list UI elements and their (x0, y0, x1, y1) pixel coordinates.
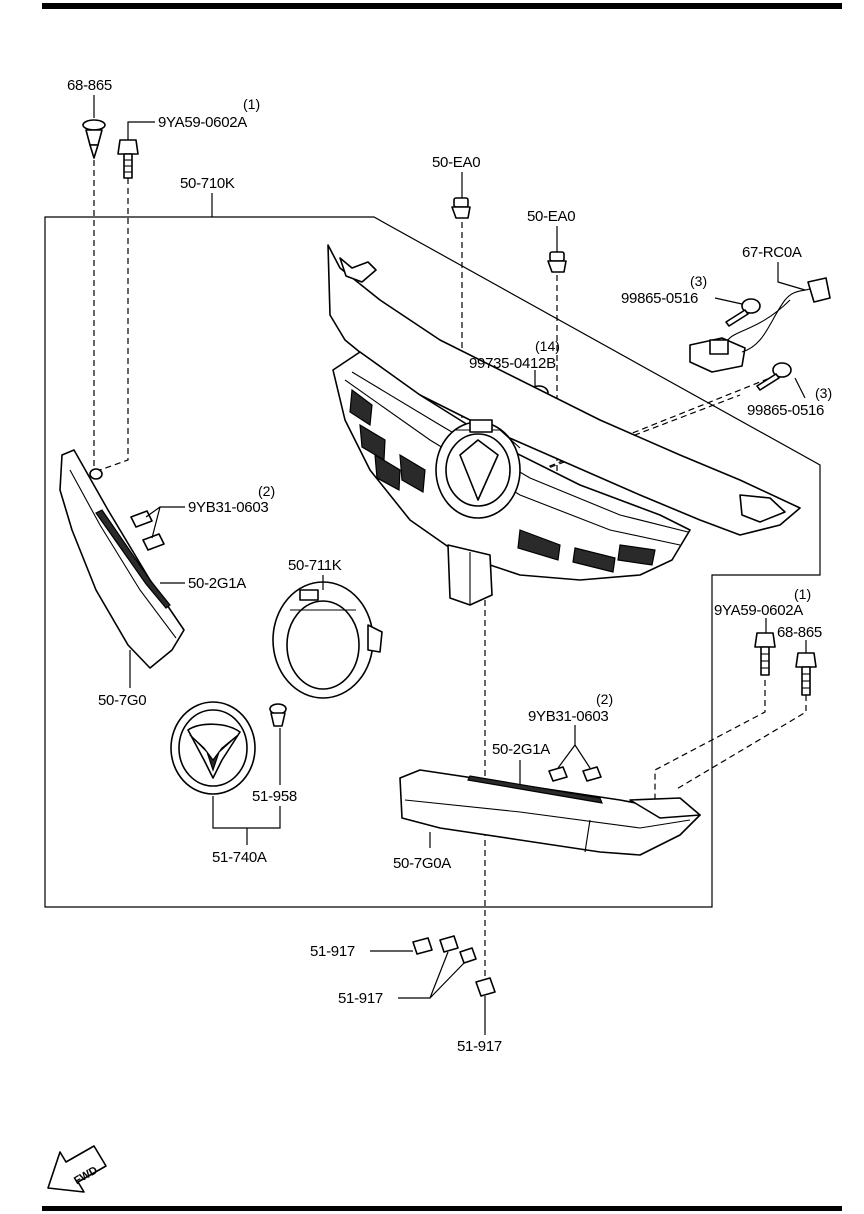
label-51-917-c: 51-917 (457, 1038, 502, 1055)
label-51-917-b: 51-917 (338, 990, 383, 1007)
lead-67-rc0a (777, 262, 806, 291)
label-9ya59-right: 9YA59-0602A (714, 602, 803, 619)
bolt-9ya59-top-icon (117, 139, 139, 179)
clip-51-917-c-icon (475, 977, 496, 997)
qty-9yb31-right: (2) (596, 691, 613, 707)
label-68-865-top: 68-865 (67, 77, 112, 94)
label-51-740a: 51-740A (212, 849, 267, 866)
assembly-frame (44, 216, 821, 908)
qty-99865-b: (3) (815, 385, 832, 401)
screw-99865-b-icon (756, 362, 792, 391)
screw-99865-a-icon (725, 298, 761, 327)
clip-9yb31-right-icon (548, 766, 602, 782)
clip-50-ea0-b-icon (547, 251, 567, 273)
label-68-865-right: 68-865 (777, 624, 822, 641)
lead-51-917-b (398, 951, 449, 999)
lead-9yb31-right-b (574, 744, 591, 769)
label-9ya59-top: 9YA59-0602A (158, 114, 247, 131)
label-50-ea0-b: 50-EA0 (527, 208, 575, 225)
label-51-958: 51-958 (252, 788, 297, 805)
label-9yb31-right: 9YB31-0603 (528, 708, 608, 725)
label-50-2g1a-right: 50-2G1A (492, 741, 550, 758)
label-9yb31-left: 9YB31-0603 (188, 499, 268, 516)
bottom-rule (42, 1206, 842, 1211)
emblem-holder-50-711k-icon (272, 581, 383, 699)
lead-9yb31-right (557, 725, 576, 769)
clip-9yb31-left-icon (130, 510, 165, 551)
qty-9yb31-left: (2) (258, 483, 275, 499)
clip-68-865-top-icon (82, 119, 106, 159)
label-51-917-a: 51-917 (310, 943, 355, 960)
qty-9ya59-top: (1) (243, 96, 260, 112)
radiator-grille-icon (327, 244, 801, 606)
qty-9ya59-right: (1) (794, 586, 811, 602)
bolt-68-865-right-icon (795, 652, 817, 696)
lead-9ya59-top (127, 121, 155, 140)
label-50-ea0-a: 50-EA0 (432, 154, 480, 171)
camera-sensor-67-rc0a-icon (689, 277, 831, 373)
label-99735: 99735-0412B (469, 355, 556, 372)
label-50-710k: 50-710K (180, 175, 235, 192)
label-50-2g1a-left: 50-2G1A (188, 575, 246, 592)
clip-51-958-icon (269, 703, 287, 727)
top-rule (42, 3, 842, 9)
lead-99865-a (714, 297, 743, 305)
fwd-arrow-icon: FWD (47, 1145, 107, 1193)
clip-51-917-b-icon (439, 935, 477, 964)
molding-50-7g0a-icon (399, 769, 701, 856)
lead-99865-b (794, 377, 806, 399)
label-99865-a: 99865-0516 (621, 290, 698, 307)
lead-51-917-b2 (429, 961, 466, 999)
molding-50-7g0-icon (59, 449, 185, 669)
label-67-rc0a: 67-RC0A (742, 244, 802, 261)
clip-50-ea0-a-icon (451, 197, 471, 219)
qty-99865-a: (3) (690, 273, 707, 289)
clip-51-917-a-icon (412, 937, 433, 955)
bolt-9ya59-right-icon (754, 632, 776, 676)
label-99865-b: 99865-0516 (747, 402, 824, 419)
label-50-7g0: 50-7G0 (98, 692, 146, 709)
emblem-51-740a-icon (170, 701, 256, 795)
label-50-711k: 50-711K (288, 557, 342, 574)
lead-9yb31-left-b (151, 506, 161, 539)
qty-99735: (14) (535, 338, 560, 354)
label-50-7g0a: 50-7G0A (393, 855, 451, 872)
lead-9yb31-left (145, 506, 185, 518)
